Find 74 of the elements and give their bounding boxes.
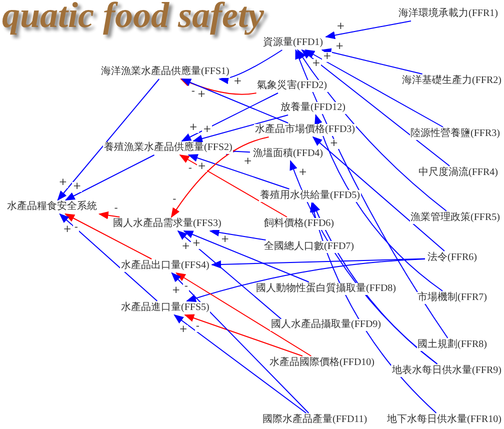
arrow — [184, 314, 303, 356]
arrow — [98, 211, 120, 220]
edge-label: + — [334, 42, 345, 52]
arrow — [171, 272, 310, 414]
arrow — [304, 50, 444, 128]
variable-label: 國際水產品產量(FFD11) — [262, 414, 368, 426]
edge-label: + — [180, 242, 192, 252]
variable-label: 地表水每日供水量(FFR9) — [391, 365, 502, 377]
edge-label: + — [58, 178, 68, 188]
variable-label: 中尺度渦流(FFR4) — [418, 167, 499, 179]
variable-label: 水產品進口量(FFS5) — [120, 302, 210, 314]
edge-label: + — [191, 238, 202, 249]
variable-label: 市場機制(FFR7) — [416, 292, 488, 304]
arrow — [179, 154, 288, 218]
arrow — [180, 78, 257, 95]
arrow — [183, 230, 310, 282]
arrow — [192, 114, 289, 142]
arrow — [188, 154, 290, 190]
arrow — [170, 136, 270, 218]
arrow — [176, 272, 312, 356]
variable-label: 放養量(FFD12) — [280, 102, 347, 114]
title: quatic food safety — [2, 0, 264, 36]
variable-label: 法令(FFR6) — [426, 252, 478, 264]
variable-label: 飼料價格(FFD6) — [263, 218, 336, 230]
arrow — [310, 202, 437, 414]
edge-label: - — [183, 282, 189, 292]
variable-label: 國人水產品需求量(FFS3) — [112, 218, 222, 230]
arrow — [209, 228, 266, 240]
variable-label: 地下水每日供水量(FFR10) — [386, 414, 502, 426]
arrow — [177, 230, 282, 320]
variable-label: 海洋漁業水產品供應量(FFS1) — [100, 66, 230, 78]
variable-label: 養殖漁業水產品供應量(FFS2) — [103, 142, 234, 154]
arrow — [314, 114, 444, 292]
variable-label: 養殖用水供給量(FFD5) — [259, 190, 362, 202]
arrow — [297, 49, 447, 212]
edge-label: + — [322, 52, 332, 62]
variable-label: 資源量(FFD1) — [262, 37, 324, 49]
variable-label: 國人動物性蛋白質攝取量(FFD8) — [255, 283, 398, 295]
variable-label: 陸源性營養鹽(FFR3) — [410, 128, 501, 140]
edge-label: + — [242, 156, 254, 167]
arrow — [57, 78, 160, 201]
arrow — [181, 92, 278, 142]
arrow — [325, 20, 412, 40]
variable-label: 全國總人口數(FFD7) — [263, 241, 356, 253]
variable-label: 水產品國際價格(FFD10) — [268, 357, 376, 369]
variable-label: 氣象災害(FFD2) — [256, 80, 328, 92]
edge-label: + — [196, 162, 207, 172]
variable-label: 水產品市場價格(FFD3) — [254, 124, 356, 136]
variable-label: 海洋環境承載力(FFR1) — [398, 8, 499, 20]
variable-label: 漁業管理政策(FFR5) — [410, 212, 501, 224]
edge-label: + — [188, 122, 199, 133]
arrow — [59, 213, 158, 302]
edge-label: + — [311, 58, 322, 69]
variable-label: 水產品糧食安全系統 — [6, 201, 98, 213]
edge-label: + — [196, 90, 207, 100]
arrow — [180, 78, 289, 124]
arrow — [174, 314, 307, 414]
variable-label: 國土規劃(FFR8) — [416, 339, 488, 351]
arrow — [186, 258, 426, 302]
edge-label: + — [72, 182, 82, 192]
edge-label: + — [62, 224, 72, 235]
arrow — [64, 154, 155, 200]
variable-label: 海洋基礎生產力(FFR2) — [401, 75, 502, 87]
arrow — [321, 48, 423, 74]
arrow — [301, 49, 450, 166]
variable-label: 國人水產品攝取量(FFD9) — [270, 319, 382, 331]
arrow — [64, 214, 152, 260]
edge-label: + — [202, 125, 212, 135]
variable-label: 漁塭面積(FFD4) — [252, 148, 324, 160]
edge-label: + — [328, 139, 340, 150]
edge-label: - — [73, 222, 79, 233]
arrow — [218, 50, 283, 84]
variable-label: 水產品出口量(FFS4) — [120, 260, 210, 272]
arrow — [312, 136, 445, 252]
